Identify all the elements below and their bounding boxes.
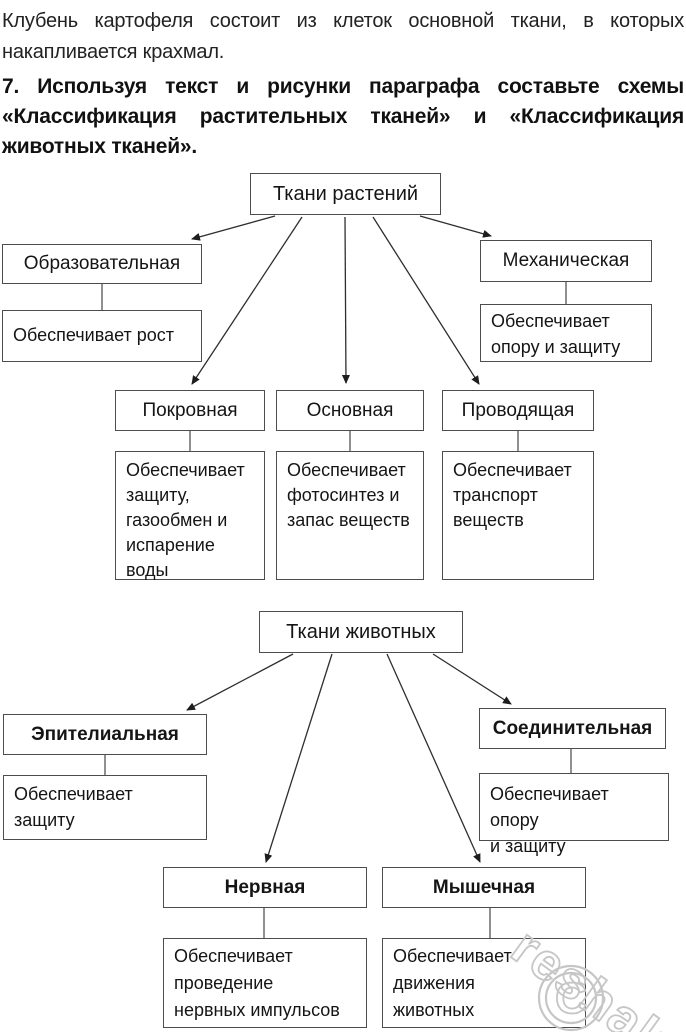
animal-desc-soedinitelnaya: Обеспечивает опору и защиту [479, 773, 669, 856]
animal-root-box: Ткани животных [259, 611, 463, 653]
animal-node-nervnaya: Нервная [163, 867, 367, 908]
plant-connectors [101, 282, 567, 451]
plant-node-obrazovatelnaya: Образовательная [2, 244, 202, 284]
plant-node-mekhanicheskaya: Механическая [480, 240, 652, 282]
animal-arrows [186, 653, 512, 863]
plant-node-osnovnaya: Основная [276, 390, 424, 431]
plant-root-box: Ткани растений [250, 173, 441, 215]
plant-desc-provodyashchaya: Обеспечивает транспорт веществ [442, 451, 594, 580]
animal-node-myshechnaya: Мышечная [382, 867, 586, 908]
animal-node-soedinitelnaya: Соединительная [479, 708, 666, 749]
plant-desc-obrazovatelnaya: Обеспечивает рост [2, 310, 202, 362]
plant-arrows [191, 215, 492, 385]
animal-connectors [104, 749, 572, 938]
animal-node-epitelialnaya: Эпителиальная [3, 714, 207, 755]
animal-desc-nervnaya: Обеспечивает проведение нервных импульсо… [163, 938, 367, 1028]
plant-desc-pokrovnaya: Обеспечивает защиту, газообмен и испарен… [115, 451, 265, 580]
plant-node-provodyashchaya: Проводящая [442, 390, 594, 431]
plant-desc-mekhanicheskaya: Обеспечивает опору и защиту [480, 304, 652, 362]
animal-desc-myshechnaya: Обеспечивает движения животных [382, 938, 586, 1028]
intro-paragraph: Клубень картофеля состоит из клеток осно… [2, 10, 684, 63]
plant-node-pokrovnaya: Покровная [115, 390, 265, 431]
plant-desc-osnovnaya: Обеспечивает фотосинтез и запас веществ [276, 451, 424, 580]
question-7-text: 7. Используя текст и рисунки параграфа с… [2, 75, 684, 158]
animal-desc-epitelialnaya: Обеспечивает защиту [3, 775, 207, 840]
